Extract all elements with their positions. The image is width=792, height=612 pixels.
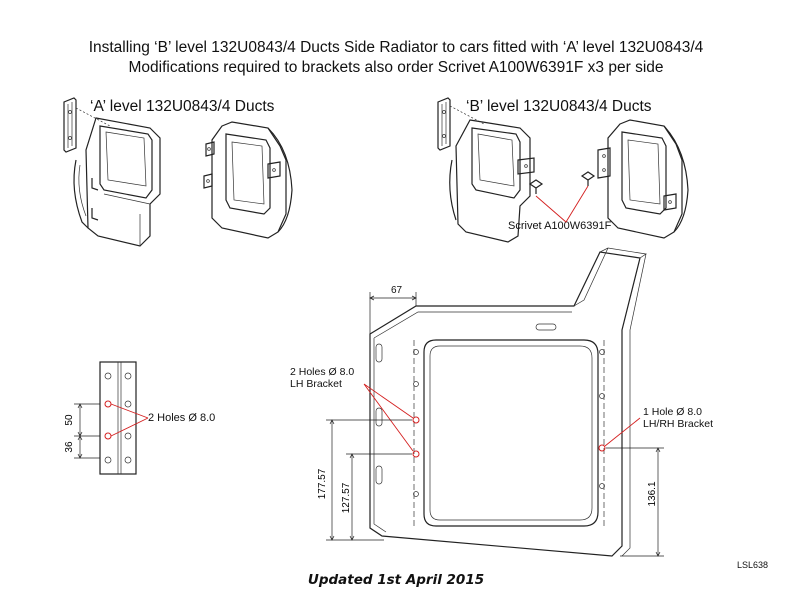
b-level-label: ‘B’ level 132U0843/4 Ducts (466, 98, 652, 115)
scrivet-icon (528, 171, 596, 223)
a-level-duct-left (63, 97, 161, 247)
main-bracket-dimensions (326, 292, 664, 557)
small-bracket-flat (74, 361, 149, 475)
dim-50: 50 (64, 414, 75, 426)
a-level-label: ‘A’ level 132U0843/4 Ducts (90, 98, 275, 115)
scrivet-label: Scrivet A100W6391F (508, 220, 612, 232)
dim-177-57: 177.57 (317, 468, 328, 499)
small-bracket-holes-label: 2 Holes Ø 8.0 (148, 412, 216, 424)
dim-67-label: 67 (391, 285, 403, 296)
dim-136-1: 136.1 (647, 481, 658, 506)
header-line-1: Installing ‘B’ level 132U0843/4 Ducts Si… (88, 39, 704, 56)
dim-127-57: 127.57 (341, 482, 352, 513)
lh-holes-label: 2 Holes Ø 8.0 LH Bracket (290, 366, 355, 390)
a-level-duct-right (203, 121, 293, 239)
drawing-ref: LSL638 (737, 560, 769, 570)
b-level-duct-right (597, 119, 689, 239)
b-level-duct-left (437, 97, 535, 243)
dim-36: 36 (64, 441, 75, 453)
main-bracket (363, 247, 647, 557)
rh-hole-label: 1 Hole Ø 8.0 LH/RH Bracket (643, 406, 714, 430)
footer-updated: Updated 1st April 2015 (307, 572, 485, 588)
header-line-2: Modifications required to brackets also … (128, 59, 664, 76)
